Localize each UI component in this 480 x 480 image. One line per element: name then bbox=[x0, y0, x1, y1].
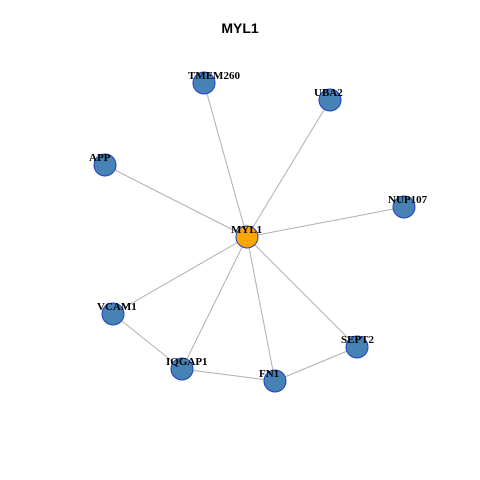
edges-layer bbox=[104, 82, 405, 382]
edge-myl1-tmem260 bbox=[203, 82, 248, 238]
node-app[interactable] bbox=[93, 153, 117, 177]
edge-myl1-vcam1 bbox=[112, 236, 248, 315]
node-label-nup107: NUP107 bbox=[388, 194, 428, 206]
node-sept2[interactable] bbox=[345, 335, 369, 359]
node-label-uba2: UBA2 bbox=[314, 87, 343, 99]
node-uba2[interactable] bbox=[318, 88, 342, 112]
node-label-vcam1: VCAM1 bbox=[97, 301, 137, 313]
node-label-fn1: FN1 bbox=[259, 368, 279, 380]
node-tmem260[interactable] bbox=[192, 71, 216, 95]
edge-vcam1-iqgap1 bbox=[112, 313, 183, 370]
nodes-layer bbox=[93, 71, 416, 393]
edge-fn1-sept2 bbox=[274, 346, 358, 382]
node-label-myl1: MYL1 bbox=[231, 224, 262, 236]
node-vcam1[interactable] bbox=[101, 302, 125, 326]
edge-iqgap1-fn1 bbox=[181, 368, 276, 382]
edge-myl1-app bbox=[104, 164, 248, 238]
node-label-tmem260: TMEM260 bbox=[188, 70, 240, 82]
edge-myl1-uba2 bbox=[246, 99, 331, 238]
node-myl1[interactable] bbox=[235, 225, 259, 249]
node-label-sept2: SEPT2 bbox=[341, 334, 375, 346]
node-iqgap1[interactable] bbox=[170, 357, 194, 381]
node-label-app: APP bbox=[89, 152, 111, 164]
node-fn1[interactable] bbox=[263, 369, 287, 393]
edge-myl1-nup107 bbox=[246, 206, 405, 238]
node-label-iqgap1: IQGAP1 bbox=[166, 356, 208, 368]
edge-myl1-sept2 bbox=[246, 236, 358, 348]
node-nup107[interactable] bbox=[392, 195, 416, 219]
edge-myl1-fn1 bbox=[246, 236, 276, 382]
diagram-title: MYL1 bbox=[221, 20, 259, 36]
edge-myl1-iqgap1 bbox=[181, 236, 248, 370]
